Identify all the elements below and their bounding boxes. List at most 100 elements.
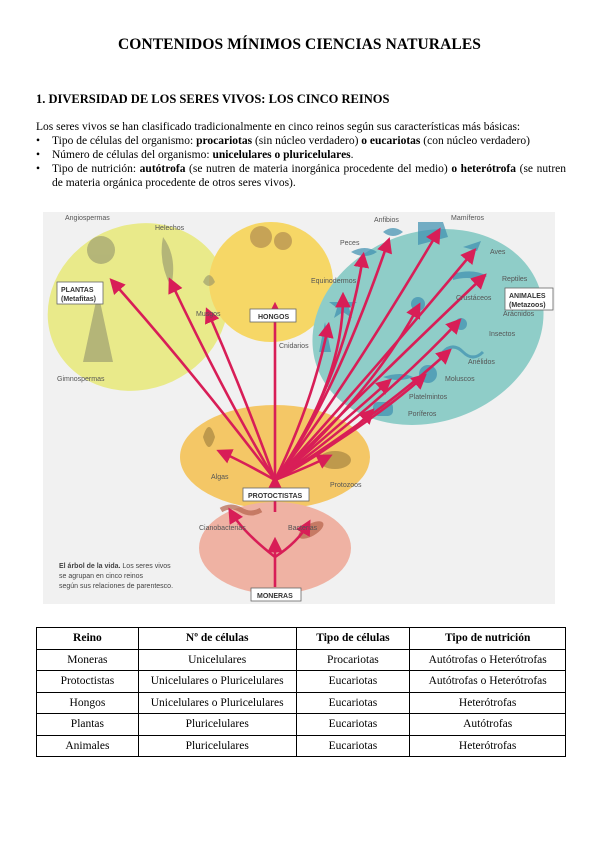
worm-illustration: [441, 345, 485, 359]
table-cell: Animales: [36, 734, 139, 757]
arrow: [274, 519, 311, 559]
mushroom-illustration: [274, 232, 292, 250]
caption-line-1: Los seres vivos: [120, 563, 171, 570]
evolution-arrows: [109, 227, 487, 587]
caption-line-2: se agrupan en cinco reinos: [59, 573, 144, 580]
bullet-text: (sin núcleo verdadero): [252, 135, 362, 147]
label-platelmintos: Platelmintos: [409, 394, 448, 401]
table-header-cell: Nº de células: [137, 627, 297, 650]
bullet-text: .: [350, 149, 354, 161]
table-cell: Eucariotas: [295, 713, 411, 736]
animales-subtitle: (Metazoos): [509, 302, 546, 309]
svg-text:El árbol de la vida. Los seres: El árbol de la vida. Los seres vivos: [59, 563, 171, 570]
table-cell: Pluricelulares: [137, 734, 297, 757]
table-header-cell: Reino: [36, 627, 139, 650]
bullet-bold: unicelulares o pluricelulares: [212, 149, 351, 161]
bullet-bold: o eucariotas: [361, 135, 421, 147]
organism-illustrations: [83, 226, 292, 362]
label-angiospermas: Angiospermas: [65, 215, 110, 222]
bullet-cell-count: • Número de células del organismo: unice…: [36, 148, 566, 162]
tree-of-life-svg: PLANTAS (Metafitas) HONGOS ANIMALES (Met…: [47, 215, 554, 602]
fern-illustration: [161, 237, 174, 287]
label-cnidarios: Cnidarios: [279, 343, 309, 350]
moss-illustration: [203, 275, 215, 286]
kingdoms-table: Reino Nº de células Tipo de células Tipo…: [36, 627, 566, 757]
section-heading: 1. DIVERSIDAD DE LOS SERES VIVOS: LOS CI…: [36, 92, 390, 106]
arrow: [274, 408, 375, 482]
label-equinodermos: Equinodermos: [311, 278, 357, 285]
table-cell: Autótrofas o Heterótrofas: [409, 648, 566, 671]
protoctistas-title: PROTOCTISTAS: [248, 493, 303, 500]
bullet-icon: •: [36, 163, 41, 175]
bullet-text: (se nutren de materia inorgánica procede…: [185, 163, 452, 175]
arrow: [274, 248, 477, 481]
bullet-cell-type: • Tipo de células del organismo: procari…: [36, 134, 566, 148]
bullet-text: Número de células del organismo:: [52, 149, 213, 161]
arrow: [205, 307, 277, 481]
bullet-icon: •: [36, 135, 41, 147]
table-cell: Autótrofas o Heterótrofas: [409, 670, 566, 693]
table-header-row: Reino Nº de células Tipo de células Tipo…: [36, 627, 566, 650]
arrow: [216, 449, 276, 482]
label-peces: Peces: [340, 240, 360, 247]
bullet-text: (se nutren de materia orgánica procedent…: [52, 163, 567, 189]
frog-illustration: [383, 228, 403, 236]
label-aves: Aves: [490, 249, 506, 256]
table-cell: Heterótrofas: [409, 734, 566, 757]
table-cell: Moneras: [36, 648, 139, 671]
plantas-label: PLANTAS (Metafitas): [56, 281, 104, 305]
moneras-title: MONERAS: [257, 593, 293, 600]
mushroom-illustration: [250, 226, 272, 248]
bullet-bold: autótrofa: [139, 163, 186, 175]
table-cell: Autótrofas: [409, 713, 566, 736]
table-cell: Eucariotas: [295, 734, 411, 757]
caption-line-3: según sus relaciones de parentesco.: [59, 583, 173, 590]
hongos-title: HONGOS: [258, 314, 289, 321]
label-cianobacterias: Cianobacterias: [199, 525, 246, 532]
arrow: [273, 291, 351, 481]
table-cell: Procariotas: [295, 648, 411, 671]
bullet-text: (con núcleo verdadero): [420, 135, 530, 147]
hongos-label: HONGOS: [249, 308, 297, 323]
label-aracnidos: Arácnidos: [503, 311, 535, 318]
gymnosperm-illustration: [83, 292, 113, 362]
label-protozoos: Protozoos: [330, 482, 362, 489]
algae-illustration: [203, 427, 215, 447]
label-poriferos: Poríferos: [408, 411, 437, 418]
table-cell: Heterótrofas: [409, 691, 566, 714]
protoctistas-label: PROTOCTISTAS: [242, 487, 310, 502]
angiosperm-illustration: [87, 236, 115, 264]
table-row: Plantas Pluricelulares Eucariotas Autótr…: [36, 713, 566, 736]
arrow: [228, 507, 276, 559]
bullet-bold: o heterótrofa: [451, 163, 517, 175]
table-row: Hongos Unicelulares o Pluricelulares Euc…: [36, 691, 566, 714]
animales-title: ANIMALES: [509, 293, 546, 300]
caption-bold: El árbol de la vida.: [59, 563, 121, 570]
arrow: [274, 378, 392, 481]
plantas-title: PLANTAS: [61, 287, 94, 294]
label-mamiferos: Mamíferos: [451, 215, 485, 222]
table-cell: Protoctistas: [36, 670, 139, 693]
table-row: Protoctistas Unicelulares o Pluricelular…: [36, 670, 566, 693]
figure-caption: El árbol de la vida. Los seres vivos se …: [59, 563, 173, 590]
arrow: [109, 278, 277, 481]
arrow: [273, 321, 334, 481]
bullet-text: Tipo de nutrición:: [52, 163, 140, 175]
bullet-nutrition: • Tipo de nutrición: autótrofa (se nutre…: [36, 162, 566, 190]
document-title: CONTENIDOS MÍNIMOS CIENCIAS NATURALES: [118, 36, 481, 53]
hongos-region: [209, 222, 333, 342]
tree-of-life-figure: PLANTAS (Metafitas) HONGOS ANIMALES (Met…: [43, 212, 555, 604]
group-labels: Angiospermas Helechos Musgos Gimnosperma…: [57, 215, 535, 532]
arrow: [273, 227, 441, 481]
intro-paragraph: Los seres vivos se han clasificado tradi…: [36, 121, 521, 133]
table-cell: Eucariotas: [295, 670, 411, 693]
arrow: [168, 277, 277, 481]
table-cell: Unicelulares: [137, 648, 297, 671]
intro-block: Los seres vivos se han clasificado tradi…: [36, 120, 566, 190]
label-bacterias: Bacterias: [288, 525, 318, 532]
label-insectos: Insectos: [489, 331, 516, 338]
table-cell: Unicelulares o Pluricelulares: [137, 691, 297, 714]
moneras-label: MONERAS: [250, 587, 302, 602]
arrow: [274, 318, 462, 482]
label-anelidos: Anélidos: [468, 359, 495, 366]
